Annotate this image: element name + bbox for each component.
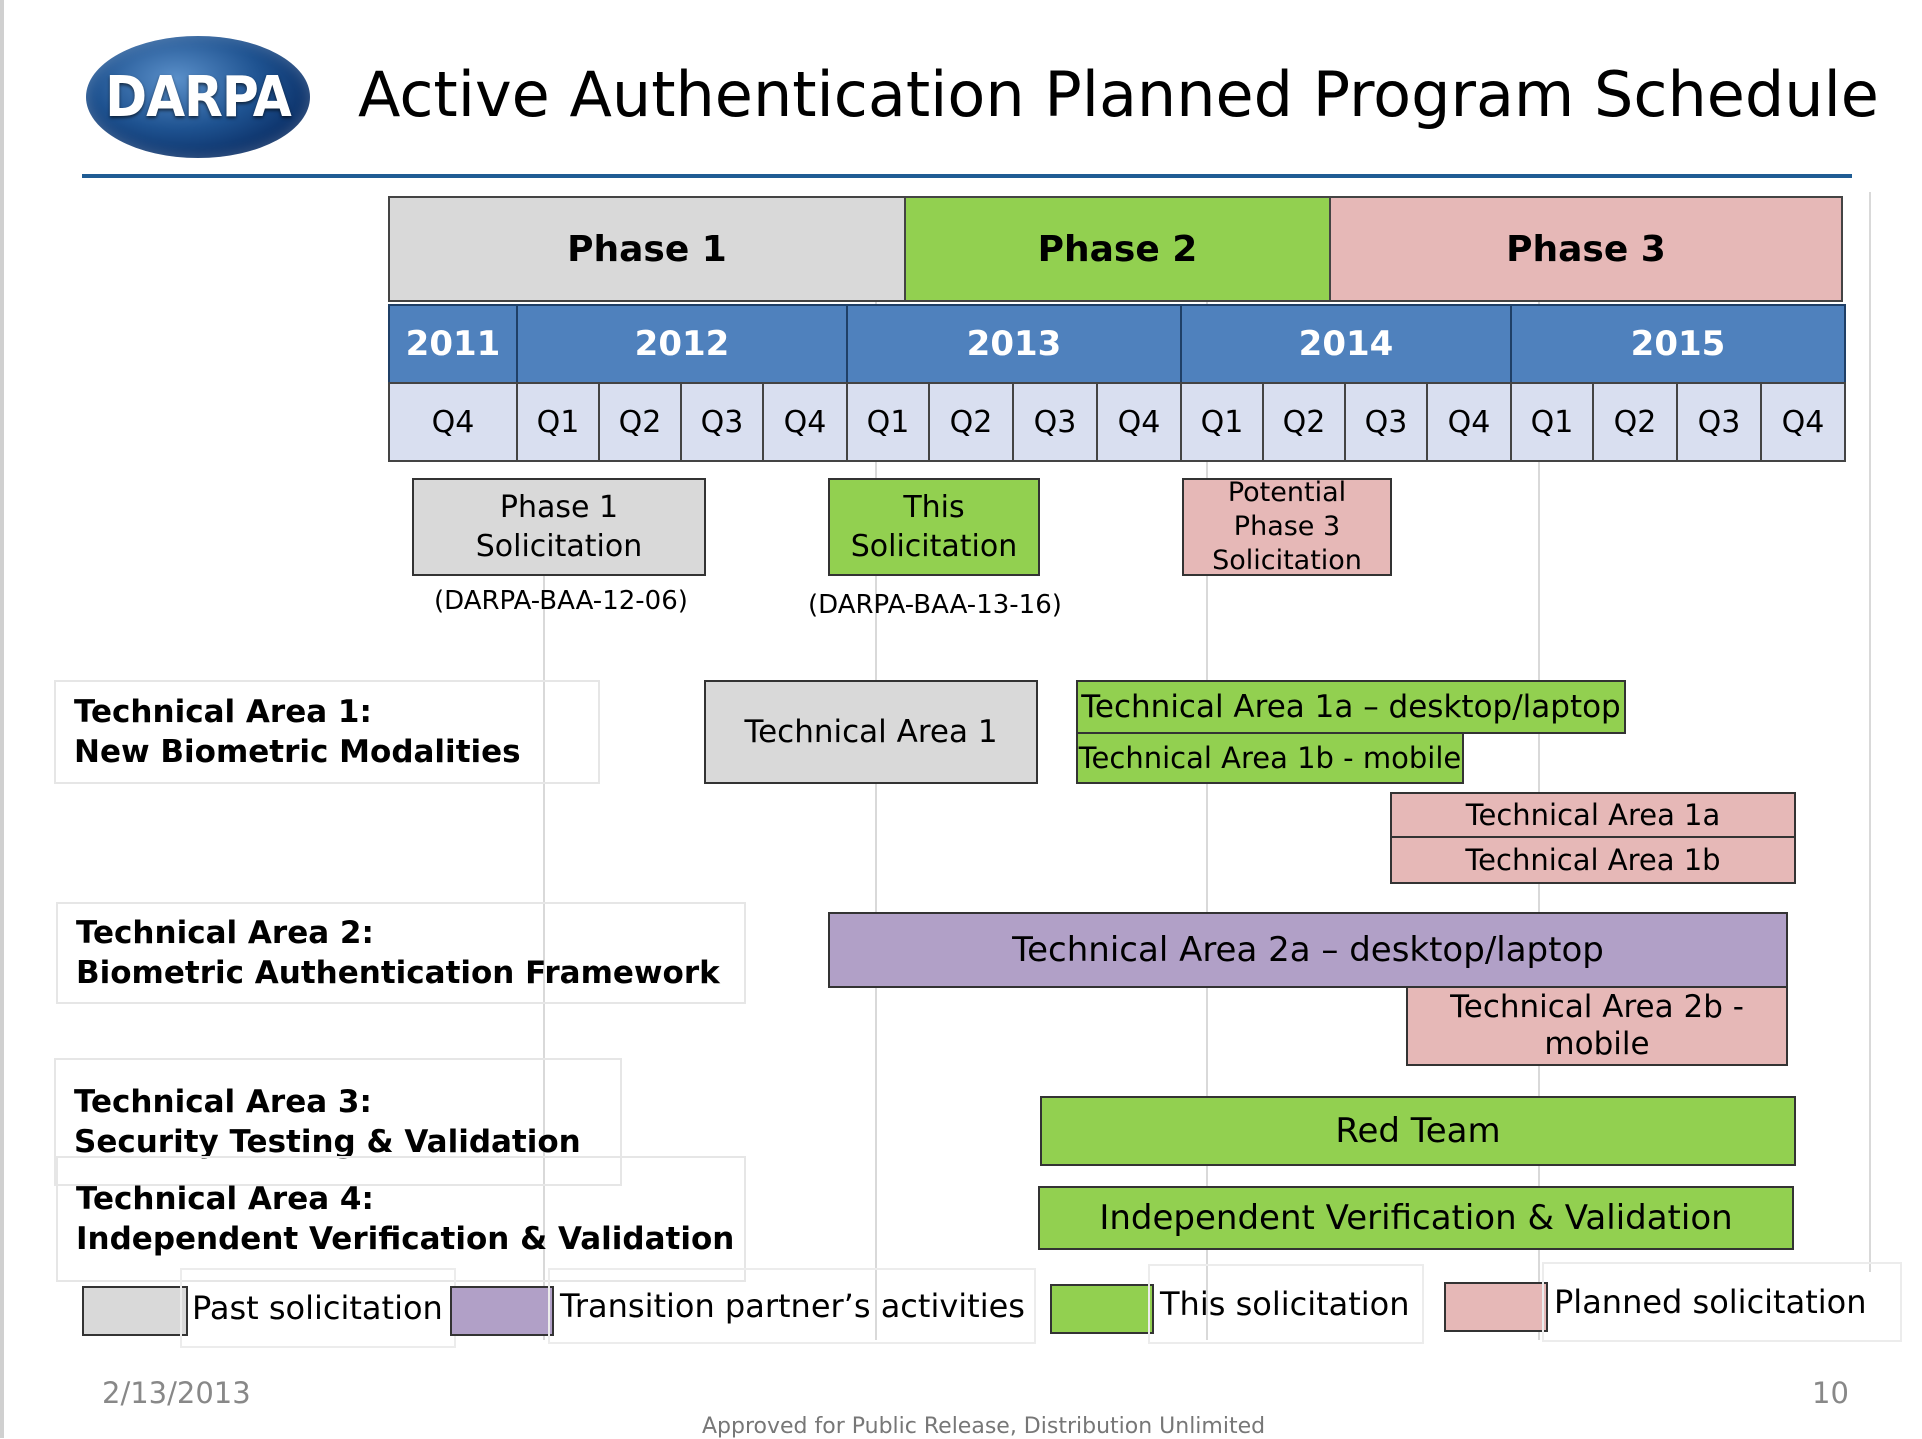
guide-line [1869,192,1871,1272]
page-title: Active Authentication Planned Program Sc… [358,58,1879,131]
slide-edge [0,0,4,1438]
ta2a-desktop-bar: Technical Area 2a – desktop/laptop [828,912,1788,988]
ta1a-desktop-bar: Technical Area 1a – desktop/laptop [1076,680,1626,734]
solicitation-label: Potential Phase 3 Solicitation [1212,477,1362,576]
quarter-cell: Q4 [1760,382,1846,462]
legend-swatch-planned [1444,1282,1548,1332]
quarter-cell: Q4 [1096,382,1182,462]
phase-1-solicitation-box: Phase 1 Solicitation [412,478,706,576]
technical-area-2-label: Technical Area 2: Biometric Authenticati… [56,902,746,1004]
year-2015: 2015 [1510,304,1846,384]
year-2011: 2011 [388,304,518,384]
quarter-cell: Q2 [928,382,1014,462]
legend-label-this: This solicitation [1148,1264,1424,1344]
technical-area-3-label: Technical Area 3: Security Testing & Val… [54,1058,622,1186]
legend-swatch-this [1050,1284,1154,1334]
page-number: 10 [1812,1376,1849,1410]
solicitation-label: This Solicitation [850,490,1018,564]
solicitation-label: Phase 1 Solicitation [475,490,643,564]
phase-1-baa-number: (DARPA-BAA-12-06) [434,586,688,616]
ta-subtitle: New Biometric Modalities [74,734,521,770]
phase-3-header: Phase 3 [1329,196,1843,302]
quarter-cell: Q1 [1510,382,1594,462]
darpa-logo: DARPA [86,36,310,158]
phase-2-header: Phase 2 [904,196,1331,302]
year-2013: 2013 [846,304,1182,384]
phase-1-header: Phase 1 [388,196,906,302]
quarter-cell: Q2 [1262,382,1346,462]
red-team-bar: Red Team [1040,1096,1796,1166]
quarter-cell: Q3 [1344,382,1428,462]
guide-line [543,520,545,1340]
year-2014: 2014 [1180,304,1512,384]
quarter-cell: Q2 [598,382,682,462]
ta-subtitle: Independent Verification & Validation [76,1221,735,1257]
ta1b-phase3-bar: Technical Area 1b [1390,836,1796,884]
quarter-cell: Q4 [762,382,848,462]
quarter-cell: Q3 [1676,382,1762,462]
this-solicitation-baa-number: (DARPA-BAA-13-16) [808,590,1062,620]
legend-swatch-past [82,1286,188,1336]
quarter-cell: Q1 [516,382,600,462]
ivv-bar: Independent Verification & Validation [1038,1186,1794,1250]
this-solicitation-box: This Solicitation [828,478,1040,576]
ta-subtitle: Biometric Authentication Framework [76,955,720,991]
quarter-cell: Q3 [680,382,764,462]
legend-label-past: Past solicitation [180,1268,456,1348]
ta-subtitle: Security Testing & Validation [74,1124,581,1160]
quarter-cell: Q1 [846,382,930,462]
ta-title: Technical Area 4: [76,1180,374,1217]
potential-phase-3-solicitation-box: Potential Phase 3 Solicitation [1182,477,1392,576]
technical-area-4-label: Technical Area 4: Independent Verificati… [56,1156,746,1282]
ta-title: Technical Area 3: [74,1083,372,1120]
guide-line [875,300,877,1340]
ta-title: Technical Area 2: [76,914,374,951]
release-statement: Approved for Public Release, Distributio… [702,1414,1266,1439]
ta2b-mobile-bar: Technical Area 2b - mobile [1406,986,1788,1066]
ta-title: Technical Area 1: [74,693,372,730]
legend-swatch-transition [450,1286,554,1336]
quarter-cell: Q1 [1180,382,1264,462]
ta1b-mobile-bar: Technical Area 1b - mobile [1076,732,1464,784]
technical-area-1-label: Technical Area 1: New Biometric Modaliti… [54,680,600,784]
ta2b-label: Technical Area 2b - mobile [1450,988,1744,1062]
year-2012: 2012 [516,304,848,384]
slide-date: 2/13/2013 [102,1376,251,1410]
title-divider [82,174,1852,178]
quarter-cell: Q4 [388,382,518,462]
quarter-cell: Q3 [1012,382,1098,462]
legend-label-planned: Planned solicitation [1542,1262,1902,1342]
quarter-cell: Q2 [1592,382,1678,462]
legend-label-transition: Transition partner’s activities [548,1268,1036,1344]
ta1-phase1-bar: Technical Area 1 [704,680,1038,784]
ta1a-phase3-bar: Technical Area 1a [1390,792,1796,838]
quarter-cell: Q4 [1426,382,1512,462]
logo-text: DARPA [105,64,291,130]
